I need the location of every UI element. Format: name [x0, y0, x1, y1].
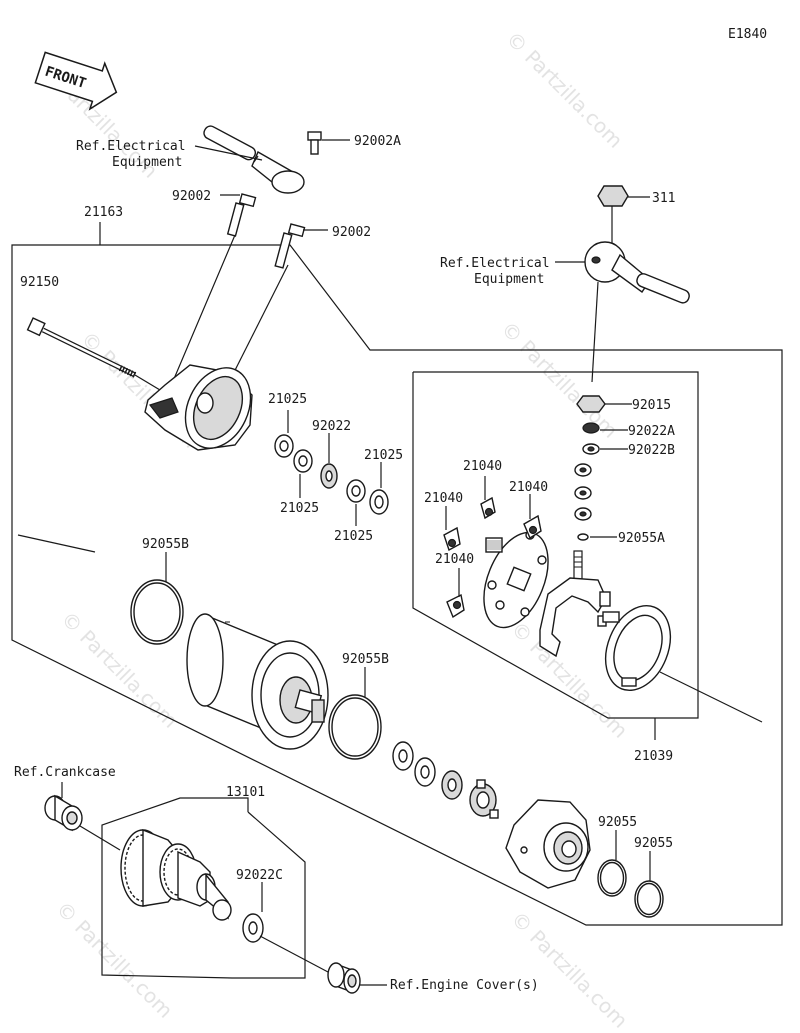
- o-ring-92055B-right: [328, 694, 382, 760]
- label-92055B-right: 92055B: [342, 652, 389, 667]
- o-ring-92055-b: [634, 880, 664, 918]
- ref-electrical-1-line1: Ref.Electrical: [76, 139, 186, 154]
- starter-clutch-assembly: [120, 828, 232, 921]
- label-21025-c: 21025: [280, 501, 319, 516]
- starter-cable: [203, 125, 305, 194]
- lock-plate: [469, 779, 499, 819]
- ref-electrical-1-line2: Equipment: [112, 155, 182, 170]
- label-92022C: 92022C: [236, 868, 283, 883]
- brush-holder-21040-right: [523, 514, 542, 540]
- through-bolt-92150: [26, 317, 161, 391]
- callout-labels: Ref.Electrical Equipment 92002A 92002 92…: [14, 134, 675, 993]
- watermark: © Partzilla.com: [51, 897, 177, 1023]
- label-92055A: 92055A: [618, 531, 665, 546]
- crankcase-bushing: [44, 794, 83, 832]
- ref-crankcase: Ref.Crankcase: [14, 765, 116, 780]
- washer-set-21025: [274, 434, 389, 515]
- ref-engine-cover: Ref.Engine Cover(s): [390, 978, 539, 993]
- ref-electrical-2-line1: Ref.Electrical: [440, 256, 550, 271]
- label-21040-c: 21040: [509, 480, 548, 495]
- brush-holder-21040-left: [443, 526, 461, 552]
- label-92055-a: 92055: [598, 815, 637, 830]
- watermark: © Partzilla.com: [501, 27, 627, 153]
- label-21039: 21039: [634, 749, 673, 764]
- subassembly-frame-13101: [101, 797, 306, 979]
- nut-311: [597, 185, 629, 207]
- label-21025-d: 21025: [334, 529, 373, 544]
- label-92002-left: 92002: [172, 189, 211, 204]
- label-92055B-left: 92055B: [142, 537, 189, 552]
- label-21163: 21163: [84, 205, 123, 220]
- label-21040-a: 21040: [463, 459, 502, 474]
- bolt-92002-left: [226, 193, 257, 237]
- brush-holder-21040-top: [480, 496, 496, 520]
- label-21040-b: 21040: [424, 491, 463, 506]
- engine-cover-bushing: [327, 962, 361, 994]
- starter-yoke: [186, 613, 329, 750]
- washer-92022C: [242, 913, 264, 943]
- label-92002-right: 92002: [332, 225, 371, 240]
- label-92022: 92022: [312, 419, 351, 434]
- label-92022B: 92022B: [628, 443, 675, 458]
- label-21025-b: 21025: [364, 448, 403, 463]
- label-13101: 13101: [226, 785, 265, 800]
- label-92150: 92150: [20, 275, 59, 290]
- battery-cable: [584, 241, 690, 304]
- front-arrow-icon: FRONT: [34, 51, 118, 111]
- label-92055-b: 92055: [634, 836, 673, 851]
- watermark: © Partzilla.com: [496, 317, 622, 443]
- label-92022A: 92022A: [628, 424, 675, 439]
- bolt-92002A: [307, 131, 322, 155]
- label-92002A: 92002A: [354, 134, 401, 149]
- bolt-92002-right: [274, 223, 306, 269]
- brush-ring: [602, 604, 672, 692]
- label-21040-d: 21040: [435, 552, 474, 567]
- terminal-bolt-bracket: [539, 550, 611, 658]
- starter-rear-cover: [144, 364, 253, 451]
- subassembly-frame-21039: [412, 371, 763, 740]
- assembly-frame-21163: [11, 222, 783, 926]
- shim-washers: [392, 741, 463, 800]
- o-ring-92055-a: [597, 859, 627, 897]
- diagram-code: E1840: [728, 27, 767, 42]
- terminal-hardware-stack: [574, 395, 606, 541]
- label-92015: 92015: [632, 398, 671, 413]
- ref-electrical-2-line2: Equipment: [474, 272, 544, 287]
- brush-holder-21040-bottom: [446, 593, 465, 619]
- label-311: 311: [652, 191, 675, 206]
- label-21025-a: 21025: [268, 392, 307, 407]
- o-ring-92055B-left: [130, 579, 184, 645]
- starter-front-cover: [505, 799, 591, 889]
